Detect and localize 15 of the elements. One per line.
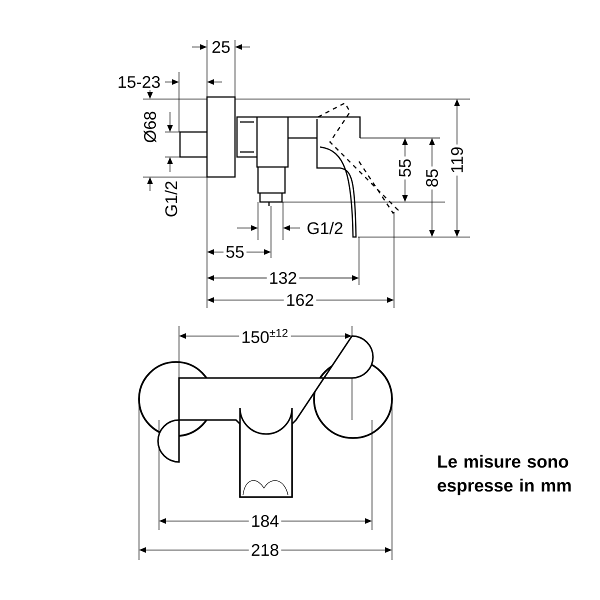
dimension-label: 55 bbox=[397, 156, 413, 180]
note-text: Le misure sono espresse in mm bbox=[438, 454, 571, 496]
dimension-label: G1/2 bbox=[304, 220, 346, 236]
dimension-label: Ø68 bbox=[142, 108, 158, 146]
dimension-label: 119 bbox=[448, 144, 466, 176]
dimension-label: 162 bbox=[284, 292, 316, 308]
dimension-label: G1/2 bbox=[162, 178, 180, 220]
dimension-label: 25 bbox=[210, 38, 232, 56]
dimension-label: 218 bbox=[248, 542, 282, 558]
dimension-label: 85 bbox=[424, 166, 440, 190]
dimension-label: 150$^{±12}$ bbox=[239, 326, 291, 346]
dimension-label: 15-23 bbox=[115, 74, 163, 90]
dimension-label: 184 bbox=[248, 512, 282, 530]
dimension-label: 132 bbox=[266, 270, 300, 286]
dimension-label: 55 bbox=[224, 244, 246, 260]
